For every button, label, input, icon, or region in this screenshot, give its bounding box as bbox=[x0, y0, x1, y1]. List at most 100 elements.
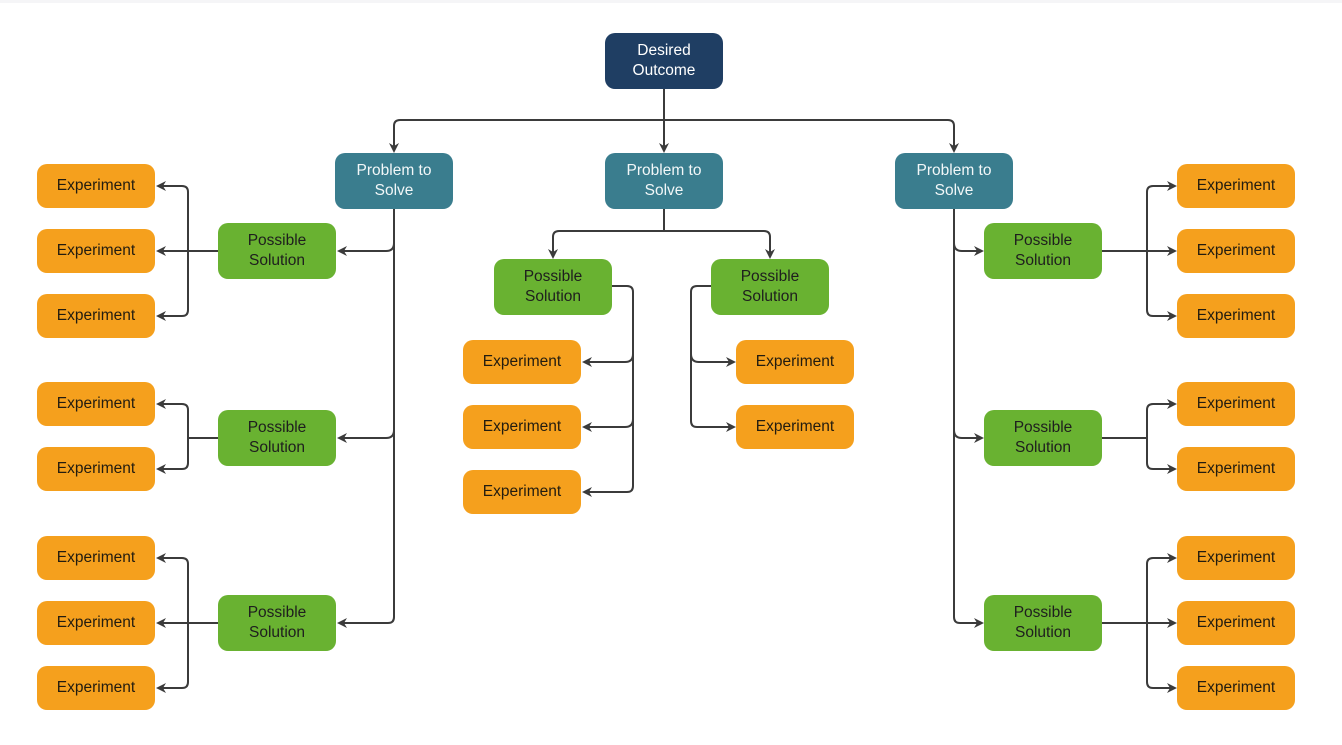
solution-label: Possible Solution bbox=[1013, 418, 1073, 456]
experiment-label: Experiment bbox=[755, 352, 835, 370]
node-exp-L2b: Experiment bbox=[37, 447, 155, 491]
experiment-label: Experiment bbox=[1196, 678, 1276, 696]
node-exp-M2a: Experiment bbox=[736, 340, 854, 384]
arrowhead-icon bbox=[659, 143, 669, 153]
arrowhead-icon bbox=[1167, 683, 1177, 693]
node-exp-M1c: Experiment bbox=[463, 470, 581, 514]
arrowhead-icon bbox=[582, 422, 592, 432]
experiment-label: Experiment bbox=[482, 482, 562, 500]
node-exp-L2a: Experiment bbox=[37, 382, 155, 426]
node-solution-R3: Possible Solution bbox=[984, 595, 1102, 651]
arrowhead-icon bbox=[337, 433, 347, 443]
node-exp-L3a: Experiment bbox=[37, 536, 155, 580]
arrowhead-icon bbox=[548, 249, 558, 259]
arrowhead-icon bbox=[156, 181, 166, 191]
node-problem-1: Problem to Solve bbox=[335, 153, 453, 209]
connector-problem-2-to-solution-M2 bbox=[664, 230, 771, 253]
solution-label: Possible Solution bbox=[247, 231, 307, 269]
node-exp-R3b: Experiment bbox=[1177, 601, 1295, 645]
arrowhead-icon bbox=[582, 357, 592, 367]
outcome-label: Desired Outcome bbox=[632, 41, 696, 79]
experiment-label: Experiment bbox=[56, 678, 136, 696]
experiment-label: Experiment bbox=[1196, 306, 1276, 324]
experiment-label: Experiment bbox=[1196, 459, 1276, 477]
arrowhead-icon bbox=[1167, 399, 1177, 409]
experiment-label: Experiment bbox=[1196, 394, 1276, 412]
connector-solution-L1-to-exp-L1c bbox=[162, 251, 189, 317]
experiment-label: Experiment bbox=[482, 417, 562, 435]
connector-solution-R3-to-exp-R3c bbox=[1146, 623, 1171, 689]
node-exp-L1c: Experiment bbox=[37, 294, 155, 338]
node-exp-M1a: Experiment bbox=[463, 340, 581, 384]
connector-solution-R2-to-exp-R2a bbox=[1146, 403, 1171, 438]
arrowhead-icon bbox=[156, 246, 166, 256]
node-exp-R1b: Experiment bbox=[1177, 229, 1295, 273]
experiment-label: Experiment bbox=[1196, 613, 1276, 631]
experiment-label: Experiment bbox=[56, 613, 136, 631]
connector-solution-L2-to-exp-L2b bbox=[162, 438, 189, 470]
node-solution-L2: Possible Solution bbox=[218, 410, 336, 466]
arrowhead-icon bbox=[1167, 553, 1177, 563]
arrowhead-icon bbox=[156, 464, 166, 474]
experiment-label: Experiment bbox=[56, 176, 136, 194]
arrowhead-icon bbox=[582, 487, 592, 497]
node-solution-L3: Possible Solution bbox=[218, 595, 336, 651]
arrowhead-icon bbox=[1167, 464, 1177, 474]
solution-label: Possible Solution bbox=[523, 267, 583, 305]
arrowhead-icon bbox=[156, 399, 166, 409]
node-exp-R2a: Experiment bbox=[1177, 382, 1295, 426]
arrowhead-icon bbox=[1167, 311, 1177, 321]
problem-label: Problem to Solve bbox=[356, 161, 432, 199]
connector-solution-R2-to-exp-R2b bbox=[1146, 438, 1171, 470]
node-problem-3: Problem to Solve bbox=[895, 153, 1013, 209]
connector-solution-R1-to-exp-R1a bbox=[1146, 185, 1171, 251]
node-exp-R2b: Experiment bbox=[1177, 447, 1295, 491]
arrowhead-icon bbox=[337, 618, 347, 628]
experiment-label: Experiment bbox=[56, 459, 136, 477]
experiment-label: Experiment bbox=[56, 306, 136, 324]
node-exp-M1b: Experiment bbox=[463, 405, 581, 449]
problem-label: Problem to Solve bbox=[626, 161, 702, 199]
connector-solution-M2-to-exp-M2b bbox=[690, 285, 730, 428]
arrowhead-icon bbox=[337, 246, 347, 256]
node-exp-L3c: Experiment bbox=[37, 666, 155, 710]
arrowhead-icon bbox=[156, 311, 166, 321]
arrowhead-icon bbox=[156, 683, 166, 693]
arrowhead-icon bbox=[949, 143, 959, 153]
node-solution-L1: Possible Solution bbox=[218, 223, 336, 279]
node-exp-R3a: Experiment bbox=[1177, 536, 1295, 580]
node-exp-R1c: Experiment bbox=[1177, 294, 1295, 338]
node-exp-L1a: Experiment bbox=[37, 164, 155, 208]
node-problem-2: Problem to Solve bbox=[605, 153, 723, 209]
node-exp-R3c: Experiment bbox=[1177, 666, 1295, 710]
experiment-label: Experiment bbox=[1196, 176, 1276, 194]
arrowhead-icon bbox=[389, 143, 399, 153]
connector-problem-3-to-solution-R3 bbox=[953, 209, 978, 624]
solution-label: Possible Solution bbox=[1013, 231, 1073, 269]
node-exp-M2b: Experiment bbox=[736, 405, 854, 449]
node-solution-R2: Possible Solution bbox=[984, 410, 1102, 466]
arrowhead-icon bbox=[1167, 246, 1177, 256]
experiment-label: Experiment bbox=[755, 417, 835, 435]
node-solution-M1: Possible Solution bbox=[494, 259, 612, 315]
node-desired-outcome: Desired Outcome bbox=[605, 33, 723, 89]
experiment-label: Experiment bbox=[1196, 548, 1276, 566]
connector-solution-L2-to-exp-L2a bbox=[162, 403, 189, 438]
node-solution-M2: Possible Solution bbox=[711, 259, 829, 315]
connector-problem-2-to-solution-M1 bbox=[552, 230, 664, 253]
solution-label: Possible Solution bbox=[740, 267, 800, 305]
solution-label: Possible Solution bbox=[247, 418, 307, 456]
connector-desired-outcome-to-problem-3 bbox=[664, 119, 955, 147]
node-exp-R1a: Experiment bbox=[1177, 164, 1295, 208]
connector-solution-R1-to-exp-R1c bbox=[1146, 251, 1171, 317]
arrowhead-icon bbox=[156, 618, 166, 628]
experiment-label: Experiment bbox=[1196, 241, 1276, 259]
node-solution-R1: Possible Solution bbox=[984, 223, 1102, 279]
connector-solution-L1-to-exp-L1a bbox=[162, 185, 189, 251]
connector-problem-1-to-solution-L3 bbox=[343, 209, 395, 624]
arrowhead-icon bbox=[974, 618, 984, 628]
experiment-label: Experiment bbox=[482, 352, 562, 370]
arrowhead-icon bbox=[765, 249, 775, 259]
